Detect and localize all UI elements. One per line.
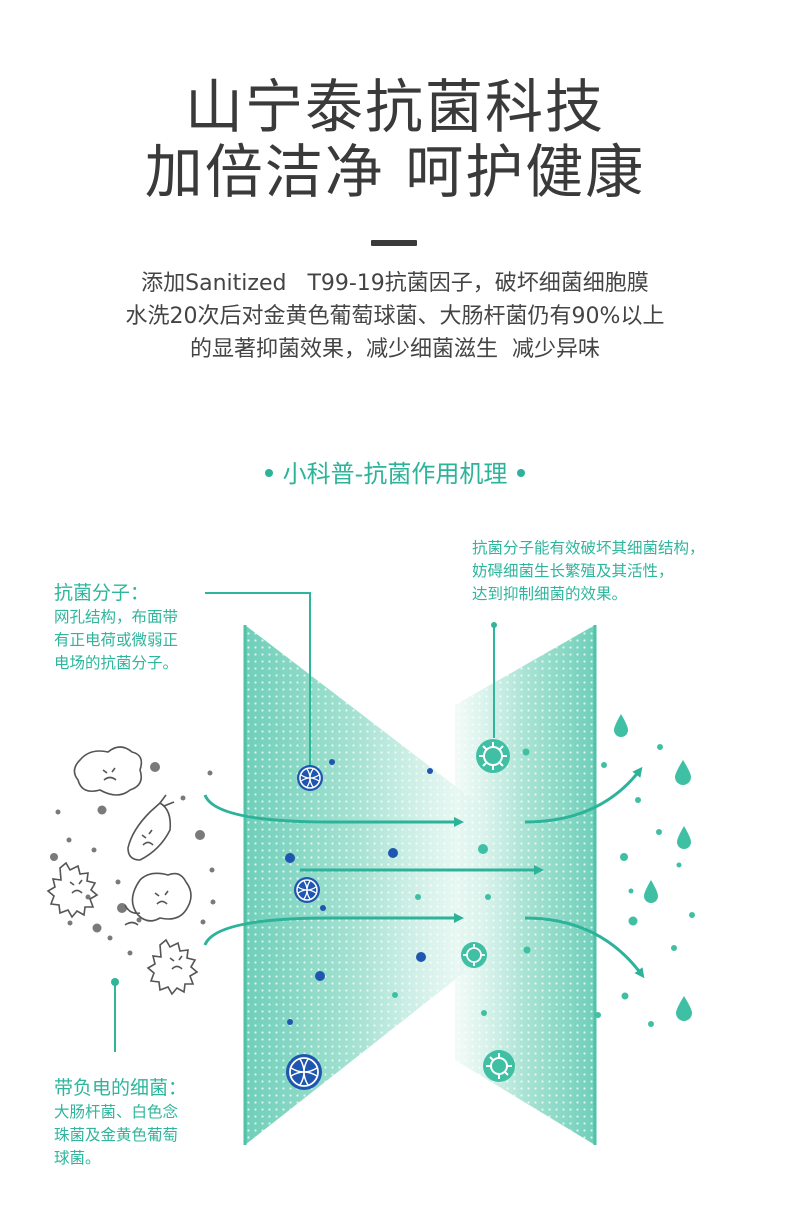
fabric-panel-left <box>243 625 480 1145</box>
water-drop-icon <box>614 714 692 1021</box>
annotation-bacteria-line: 球菌。 <box>54 1149 101 1167</box>
annotation-bacteria-line: 大肠杆菌、白色念 <box>54 1103 179 1121</box>
antibacterial-molecule-icon <box>286 765 323 1090</box>
annotation-molecule: 抗菌分子： 网孔结构，布面带 有正电荷或微弱正 电场的抗菌分子。 <box>54 580 178 675</box>
section-title: 小科普-抗菌作用机理 <box>0 462 790 486</box>
description-line3: 的显著抑菌效果，减少细菌滋生 减少异味 <box>190 337 600 362</box>
annotation-molecule-heading: 抗菌分子： <box>54 582 150 604</box>
flow-arrows <box>203 766 645 979</box>
section-title-text: 小科普-抗菌作用机理 <box>282 460 508 488</box>
annotation-effect-line: 抗菌分子能有效破坏其细菌结构， <box>472 539 705 557</box>
page-title-line2: 加倍洁净 呵护健康 <box>144 138 646 206</box>
leader-lines <box>114 592 495 1052</box>
description-line2: 水洗20次后对金黄色葡萄球菌、大肠杆菌仍有90%以上 <box>125 304 665 329</box>
bacteria-doodle-icon <box>46 746 199 996</box>
page-title-line1: 山宁泰抗菌科技 <box>184 73 605 141</box>
annotation-molecule-line: 有正电荷或微弱正 <box>54 631 179 649</box>
bullet-dot-icon <box>517 469 526 477</box>
annotation-effect: 抗菌分子能有效破坏其细菌结构， 妨碍细菌生长繁殖及其活性， 达到抑制细菌的效果。 <box>472 537 705 606</box>
bullet-dot-icon <box>264 469 273 477</box>
title-divider <box>371 240 417 246</box>
annotation-molecule-line: 电场的抗菌分子。 <box>54 654 179 672</box>
annotation-effect-line: 妨碍细菌生长繁殖及其活性， <box>472 562 674 580</box>
gray-particles <box>50 762 216 956</box>
bacteria-cluster <box>46 746 216 996</box>
dead-bacteria-icon <box>461 739 515 1082</box>
annotation-molecule-line: 网孔结构，布面带 <box>54 608 179 626</box>
annotation-bacteria-heading: 带负电的细菌： <box>54 1077 188 1099</box>
description-line1: 添加Sanitized T99-19抗菌因子，破坏细菌细胞膜 <box>141 271 649 296</box>
annotation-bacteria: 带负电的细菌： 大肠杆菌、白色念 珠菌及金黄色葡萄 球菌。 <box>54 1075 187 1170</box>
green-particles <box>392 744 695 1027</box>
blue-particles <box>285 759 433 1025</box>
fabric-panel-right <box>455 625 597 1145</box>
annotation-effect-line: 达到抑制细菌的效果。 <box>472 585 628 603</box>
annotation-bacteria-line: 珠菌及金黄色葡萄 <box>54 1126 179 1144</box>
